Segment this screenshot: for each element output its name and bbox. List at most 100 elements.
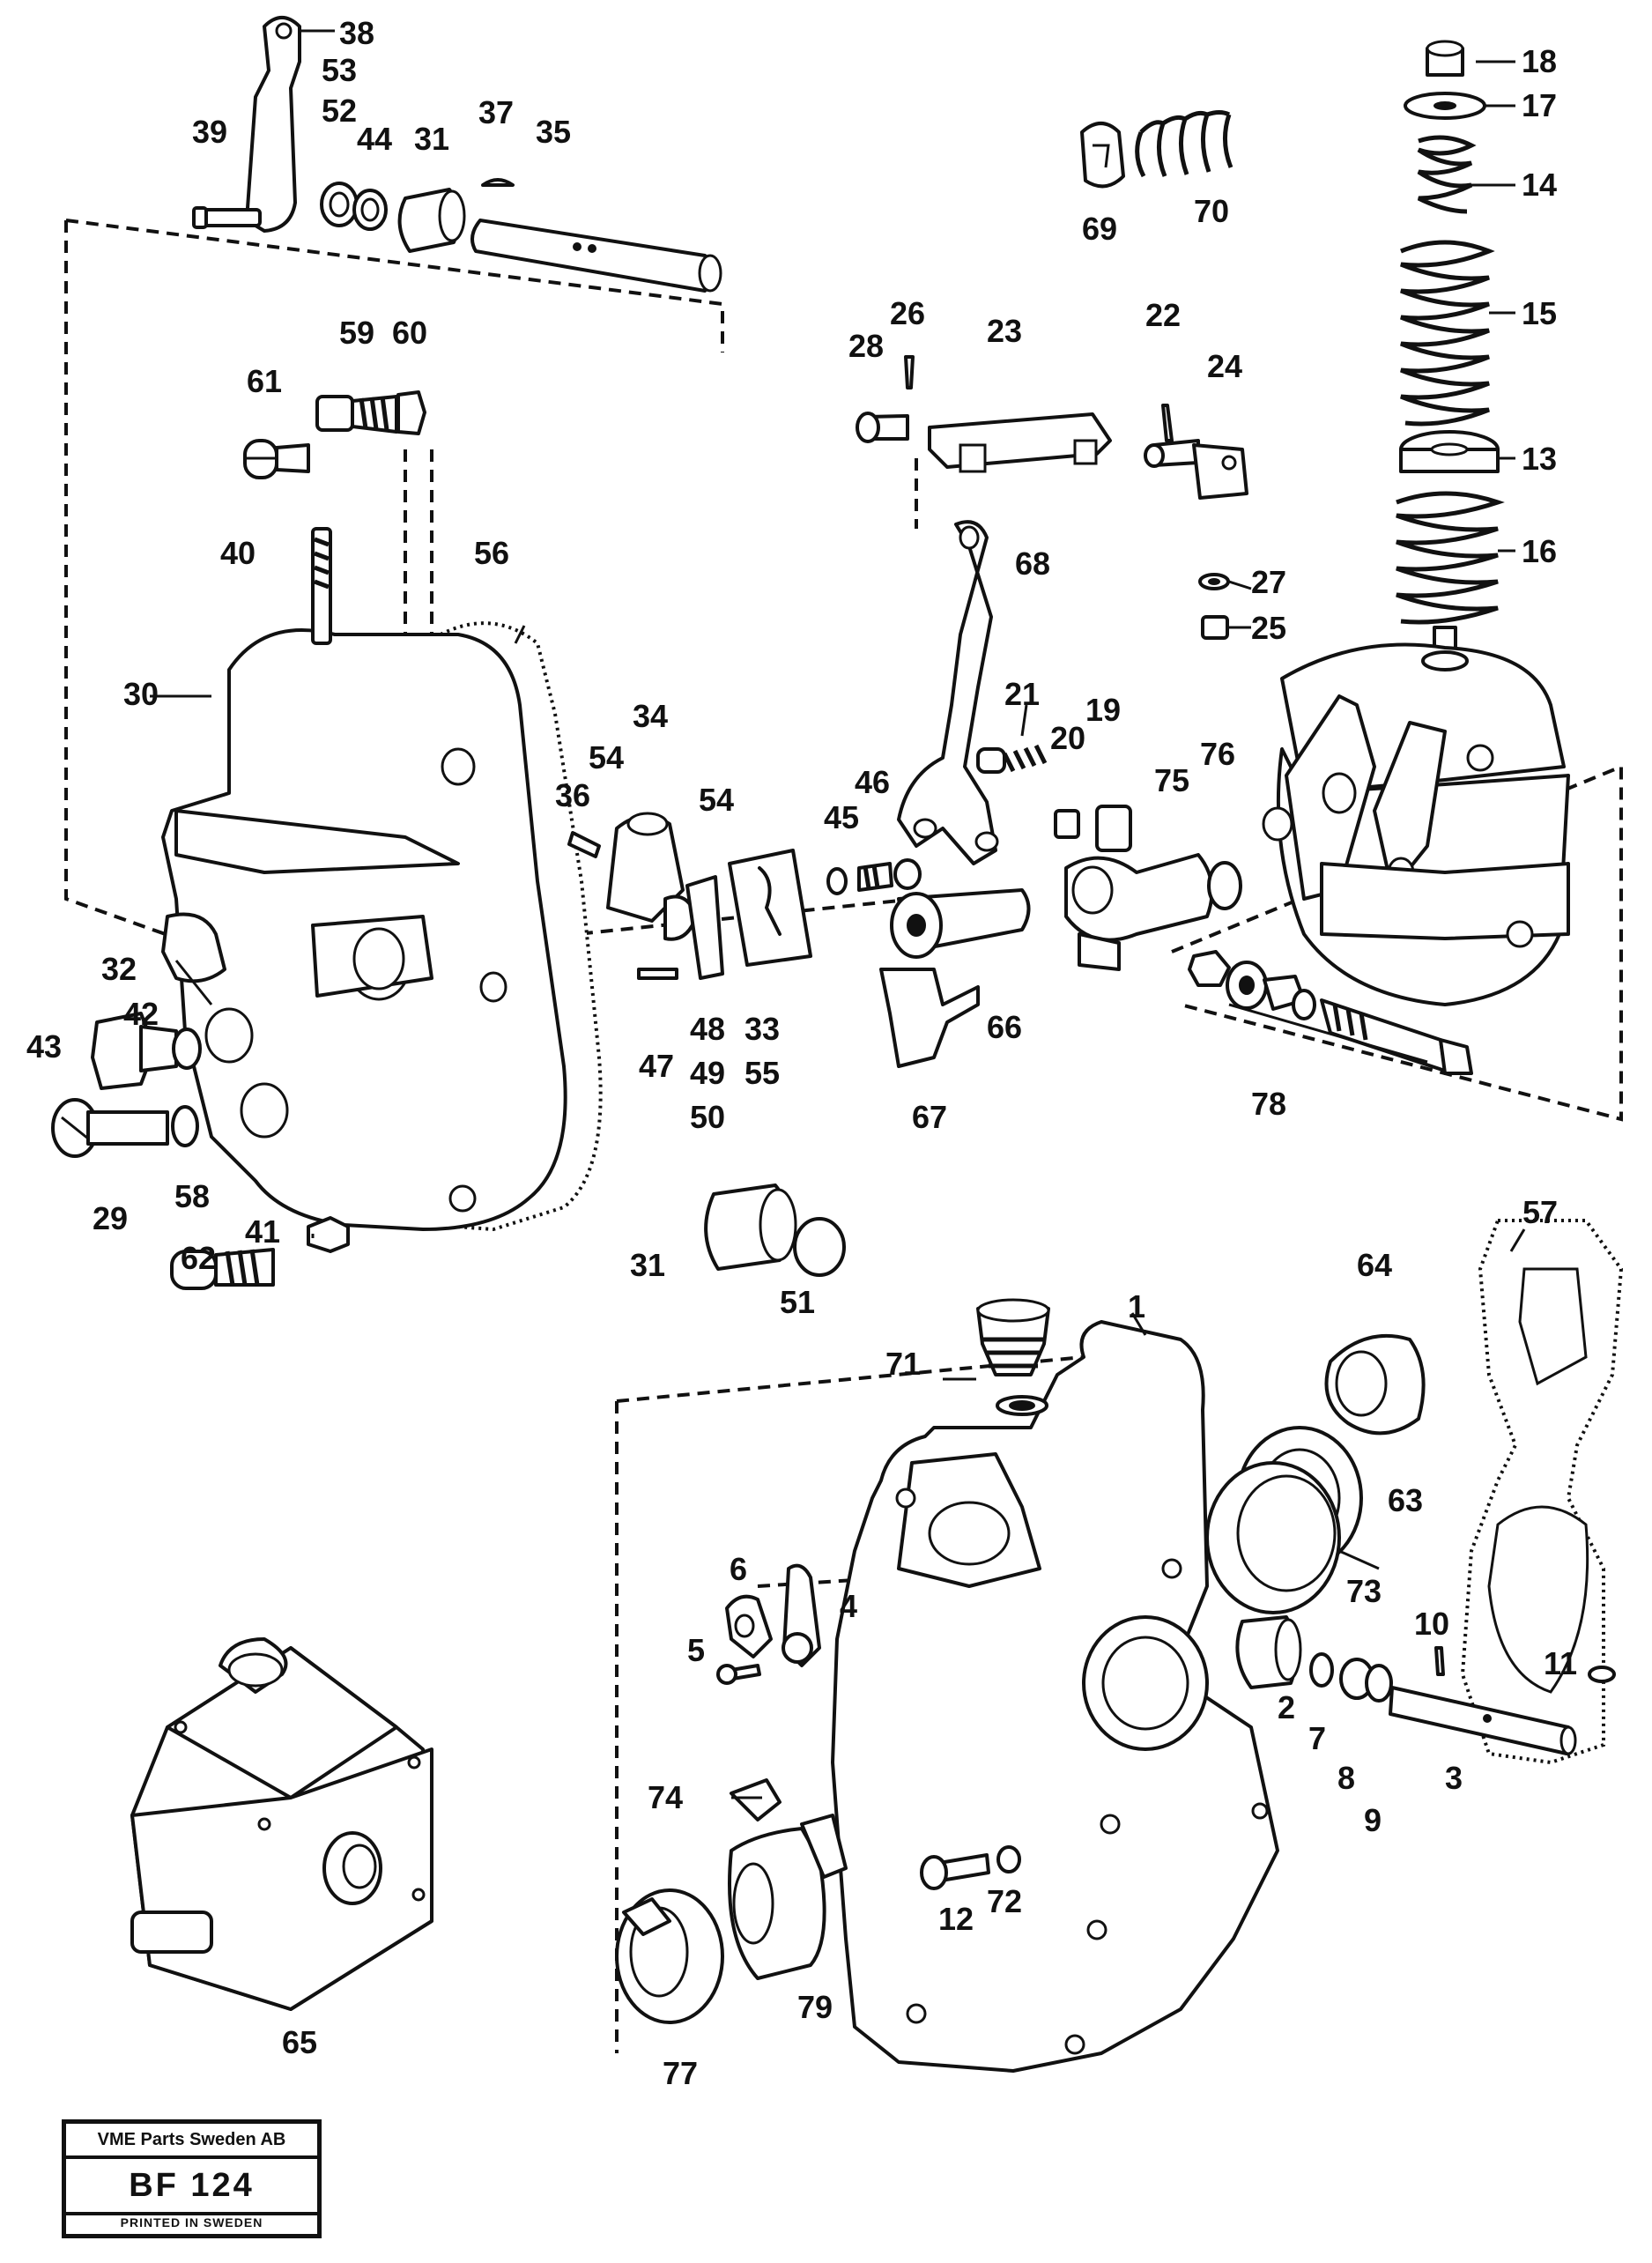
callout-42: 42 xyxy=(123,996,159,1032)
callout-24: 24 xyxy=(1207,348,1242,384)
callout-17: 17 xyxy=(1522,87,1557,123)
callout-64: 64 xyxy=(1357,1247,1392,1283)
bracket-parts xyxy=(856,355,1248,640)
callout-67: 67 xyxy=(912,1099,947,1135)
callout-75: 75 xyxy=(1154,762,1189,798)
callout-28: 28 xyxy=(848,328,884,364)
governor-cover-housing xyxy=(51,527,603,1290)
callout-23: 23 xyxy=(987,313,1022,349)
callout-31-top: 31 xyxy=(414,121,449,157)
callout-32: 32 xyxy=(101,951,137,987)
callout-50: 50 xyxy=(690,1099,725,1135)
callout-33: 33 xyxy=(745,1011,780,1047)
callout-16: 16 xyxy=(1522,533,1557,569)
callout-49: 49 xyxy=(690,1055,725,1091)
spring-column xyxy=(1396,40,1505,654)
callout-36: 36 xyxy=(555,777,590,813)
callout-52: 52 xyxy=(322,93,357,129)
lever-assembly xyxy=(192,16,722,293)
drawing-code: BF 124 xyxy=(66,2159,317,2215)
callout-25: 25 xyxy=(1251,610,1286,646)
callout-61: 61 xyxy=(247,363,282,399)
callout-53: 53 xyxy=(322,52,357,88)
callout-20: 20 xyxy=(1050,720,1085,756)
callout-62: 62 xyxy=(181,1240,216,1276)
callout-60: 60 xyxy=(392,315,427,351)
callout-12: 12 xyxy=(938,1901,974,1937)
lower-housing xyxy=(615,1219,1624,2073)
callout-66: 66 xyxy=(987,1009,1022,1045)
center-linkage xyxy=(567,520,1242,1068)
callout-14: 14 xyxy=(1522,167,1557,203)
callout-47: 47 xyxy=(639,1048,674,1084)
callout-63: 63 xyxy=(1388,1482,1423,1518)
callout-57: 57 xyxy=(1522,1194,1558,1230)
leader-lines xyxy=(150,29,1526,1799)
callout-79: 79 xyxy=(797,1989,833,2025)
upper-screws xyxy=(243,390,426,479)
callout-55: 55 xyxy=(745,1055,780,1091)
callout-74: 74 xyxy=(648,1779,683,1815)
callout-8: 8 xyxy=(1337,1760,1355,1796)
callout-56: 56 xyxy=(474,535,509,571)
callout-41: 41 xyxy=(245,1213,280,1250)
governor-weights xyxy=(1262,642,1570,1006)
callout-1: 1 xyxy=(1128,1288,1145,1324)
callout-34: 34 xyxy=(633,698,668,734)
callout-45: 45 xyxy=(824,799,859,835)
callout-11: 11 xyxy=(1544,1645,1577,1681)
callout-77: 77 xyxy=(663,2055,698,2091)
company-name: VME Parts Sweden AB xyxy=(66,2124,317,2159)
callout-58: 58 xyxy=(174,1178,210,1214)
callout-37: 37 xyxy=(478,94,514,130)
callout-3: 3 xyxy=(1445,1760,1463,1796)
callout-48: 48 xyxy=(690,1011,725,1047)
callout-30: 30 xyxy=(123,676,159,712)
callout-68: 68 xyxy=(1015,545,1050,582)
callout-72: 72 xyxy=(987,1883,1022,1919)
callout-54-right: 54 xyxy=(699,782,734,818)
callout-2: 2 xyxy=(1278,1689,1295,1725)
callout-54-left: 54 xyxy=(589,739,624,775)
callout-7: 7 xyxy=(1308,1720,1326,1756)
callout-13: 13 xyxy=(1522,441,1557,477)
callout-10: 10 xyxy=(1414,1606,1449,1642)
callout-18: 18 xyxy=(1522,43,1557,79)
callout-76: 76 xyxy=(1200,736,1235,772)
callout-39: 39 xyxy=(192,114,227,150)
callout-31-bottom: 31 xyxy=(630,1247,665,1283)
callout-22: 22 xyxy=(1145,297,1181,333)
callout-numbers: 1 2 3 4 5 6 7 8 9 10 11 12 13 14 15 16 1… xyxy=(26,15,1577,2091)
cover-65 xyxy=(130,1637,433,2011)
callout-71: 71 xyxy=(885,1346,921,1382)
callout-4: 4 xyxy=(840,1588,857,1624)
cap-and-spring xyxy=(1080,110,1233,189)
callout-6: 6 xyxy=(730,1551,747,1587)
bushing-and-cap xyxy=(704,1183,846,1277)
callout-69: 69 xyxy=(1082,211,1117,247)
callout-43: 43 xyxy=(26,1028,62,1065)
callout-40: 40 xyxy=(220,535,256,571)
callout-65: 65 xyxy=(282,2024,317,2060)
callout-78: 78 xyxy=(1251,1086,1286,1122)
callout-35: 35 xyxy=(536,114,571,150)
callout-21: 21 xyxy=(1004,676,1040,712)
callout-19: 19 xyxy=(1085,692,1121,728)
printed-note: PRINTED IN SWEDEN xyxy=(120,2215,263,2230)
callout-59: 59 xyxy=(339,315,374,351)
callout-73: 73 xyxy=(1346,1573,1382,1609)
callout-27: 27 xyxy=(1251,564,1286,600)
bolt-set xyxy=(1188,950,1473,1075)
callout-46: 46 xyxy=(855,764,890,800)
callout-9: 9 xyxy=(1364,1802,1382,1838)
callout-26: 26 xyxy=(890,295,925,331)
callout-29: 29 xyxy=(93,1200,128,1236)
callout-15: 15 xyxy=(1522,295,1557,331)
callout-38: 38 xyxy=(339,15,374,51)
title-block: VME Parts Sweden AB BF 124 PRINTED IN SW… xyxy=(62,2119,322,2238)
callout-70: 70 xyxy=(1194,193,1229,229)
callout-44: 44 xyxy=(357,121,392,157)
callout-5: 5 xyxy=(687,1632,705,1668)
callout-51: 51 xyxy=(780,1284,815,1320)
